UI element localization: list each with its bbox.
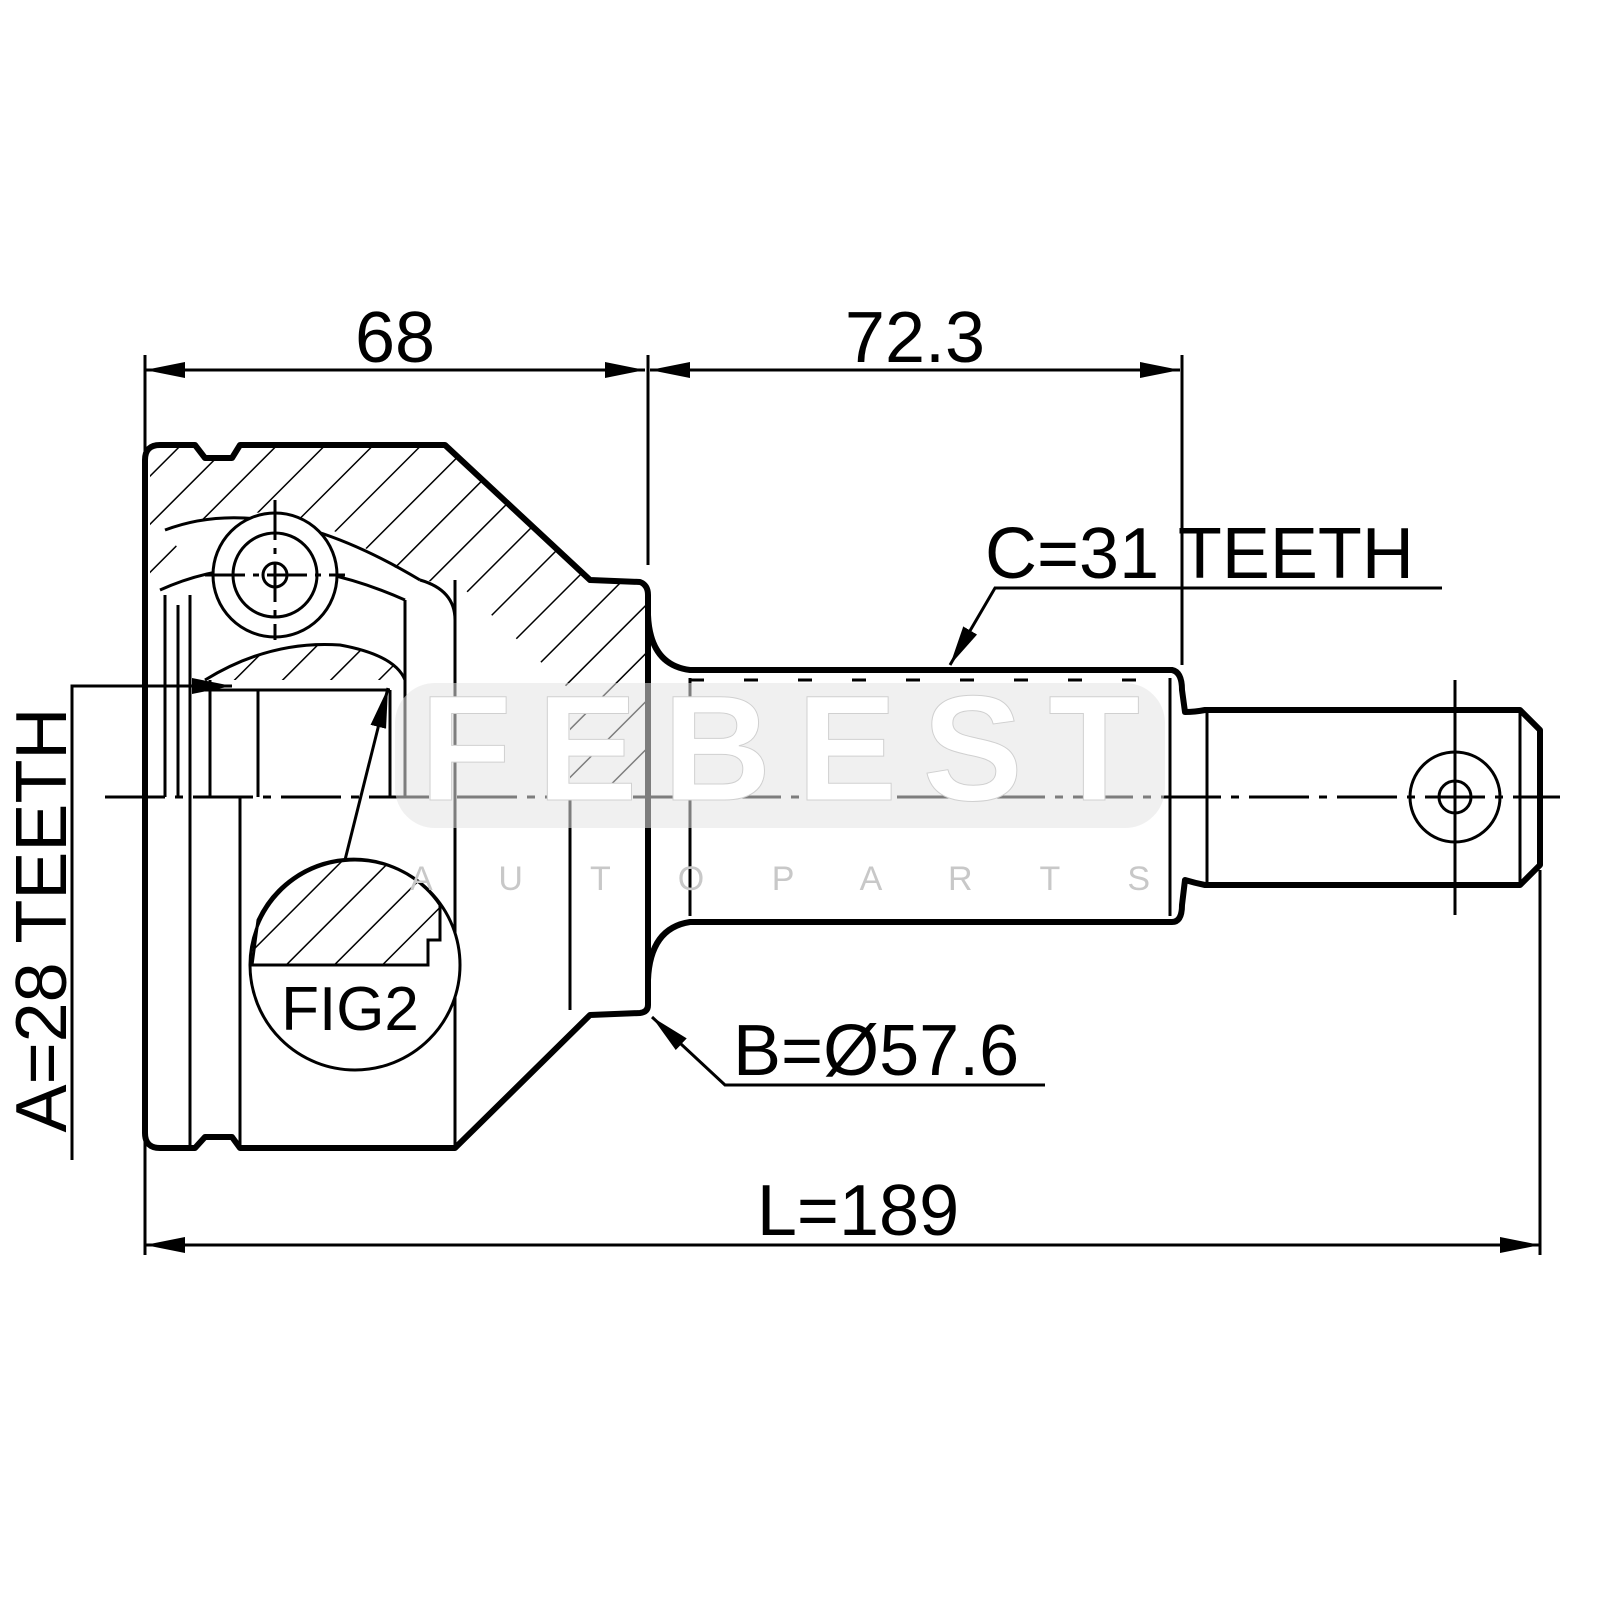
fig2-label: FIG2	[281, 975, 419, 1044]
watermark-tagline: A U T O P A R T S	[410, 860, 1150, 898]
ball-bearing	[205, 500, 345, 640]
dim-total-length: L=189	[757, 1171, 959, 1251]
watermark-backdrop	[395, 683, 1165, 828]
housing-inner-lines	[159, 516, 572, 1148]
dim-outer-spline: C=31 TEETH	[985, 514, 1414, 594]
dim-shaft-length: 72.3	[845, 298, 985, 378]
dim-inner-spline: A=28 TEETH	[2, 708, 82, 1133]
dim-seal-diameter: B=Ø57.6	[733, 1011, 1019, 1091]
housing-section-hatch	[150, 445, 648, 797]
watermark: FEBEST A U T O P A R T S	[395, 664, 1165, 898]
dimension-lines	[70, 355, 1542, 1255]
dim-housing-length: 68	[355, 298, 435, 378]
fig2-detail: FIG2	[248, 687, 462, 1072]
